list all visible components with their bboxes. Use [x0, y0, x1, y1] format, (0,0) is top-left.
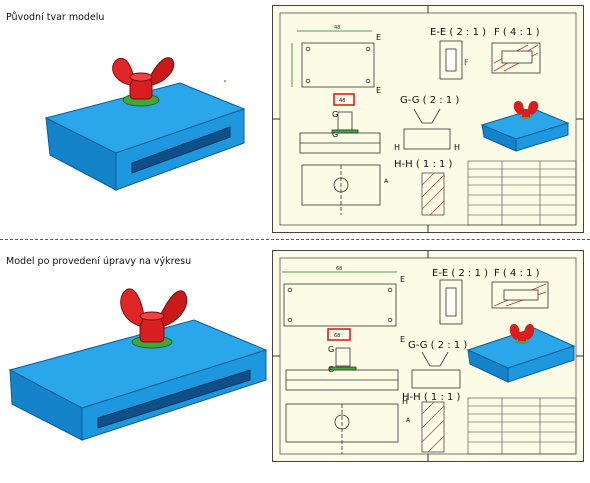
section-divider — [0, 239, 590, 240]
original-technical-drawing: 48 E E 48 G G A E-E ( 2 : 1 ) F F ( 4 : … — [272, 5, 584, 233]
section-gg-title: G-G ( 2 : 1 ) — [408, 340, 467, 351]
section-ee-title: E-E ( 2 : 1 ) — [430, 27, 486, 38]
mini-3d-preview — [466, 324, 576, 383]
modified-3d-model — [8, 288, 268, 441]
section-gg — [411, 351, 461, 389]
wingnut-icon — [120, 288, 188, 343]
mini-3d-preview — [480, 101, 570, 152]
cut-h-right: H — [454, 143, 460, 152]
section-ee — [439, 279, 463, 325]
cut-e-bottom: E — [376, 86, 381, 95]
cut-e-top: E — [376, 33, 381, 42]
highlight-box — [327, 328, 351, 341]
section-gg-title: G-G ( 2 : 1 ) — [400, 95, 459, 106]
section-hh — [421, 172, 445, 216]
title-block — [467, 397, 577, 455]
section-ee-title: E-E ( 2 : 1 ) — [432, 268, 488, 279]
detail-f-marker: F — [464, 58, 469, 67]
title-block — [467, 160, 577, 226]
section-f-title: F ( 4 : 1 ) — [494, 268, 540, 279]
detail-f — [491, 281, 549, 309]
highlight-dim: 68 — [334, 333, 340, 339]
cut-e-top: E — [400, 275, 405, 284]
detail-f — [491, 42, 541, 74]
side-view — [299, 111, 381, 215]
section-gg — [403, 108, 451, 150]
section-f-title: F ( 4 : 1 ) — [494, 27, 540, 38]
highlight-dim: 48 — [339, 98, 345, 104]
cut-g-top: G — [328, 345, 334, 354]
cut-e-bottom: E — [400, 335, 405, 344]
section-hh — [421, 401, 445, 453]
cut-h-left: H — [402, 397, 408, 406]
datum-a: A — [384, 178, 389, 185]
wingnut-icon — [112, 57, 175, 100]
section-hh-title: H-H ( 1 : 1 ) — [394, 159, 453, 170]
datum-a: A — [406, 417, 411, 424]
dim-top: 48 — [334, 25, 340, 31]
cut-g-top: G — [332, 110, 338, 119]
dim-top: 68 — [336, 266, 342, 272]
original-3d-model — [44, 57, 246, 191]
cut-h-left: H — [394, 143, 400, 152]
top-view — [291, 30, 375, 88]
modified-technical-drawing: 68 E E 68 G G A E-E ( 2 : 1 ) F ( 4 : 1 … — [272, 250, 584, 462]
highlight-box — [333, 93, 355, 106]
section-hh-title: H-H ( 1 : 1 ) — [402, 392, 461, 403]
block-slot — [97, 369, 251, 429]
side-view — [285, 347, 399, 454]
section-ee — [439, 40, 463, 80]
block-slot — [131, 126, 231, 174]
cut-g-bottom: G — [332, 130, 338, 139]
bottom-caption: Model po provedení úpravy na výkresu — [6, 256, 192, 267]
top-caption: Původní tvar modelu — [6, 12, 105, 23]
top-view — [282, 271, 397, 327]
